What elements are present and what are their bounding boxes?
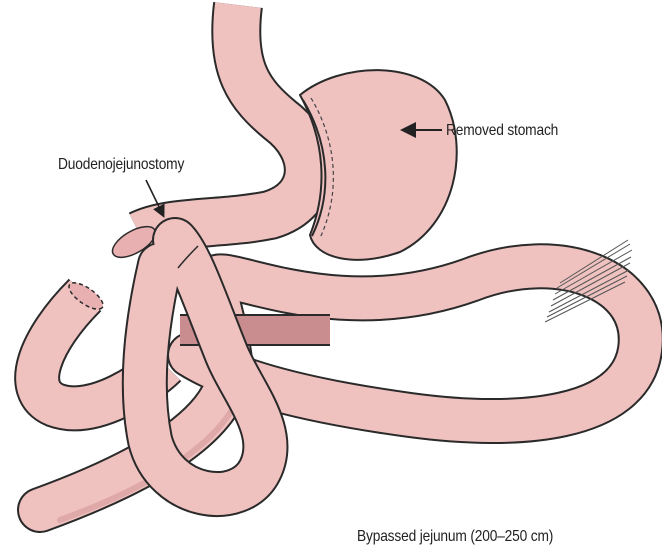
removed-stomach-label: Removed stomach — [446, 122, 558, 140]
esophagus-duodenum — [108, 5, 309, 264]
removed-stomach — [300, 70, 457, 260]
bypassed-jejunum-label: Bypassed jejunum (200–250 cm) — [357, 528, 553, 546]
duodenojejunostomy-label: Duodenojejunostomy — [58, 156, 184, 174]
